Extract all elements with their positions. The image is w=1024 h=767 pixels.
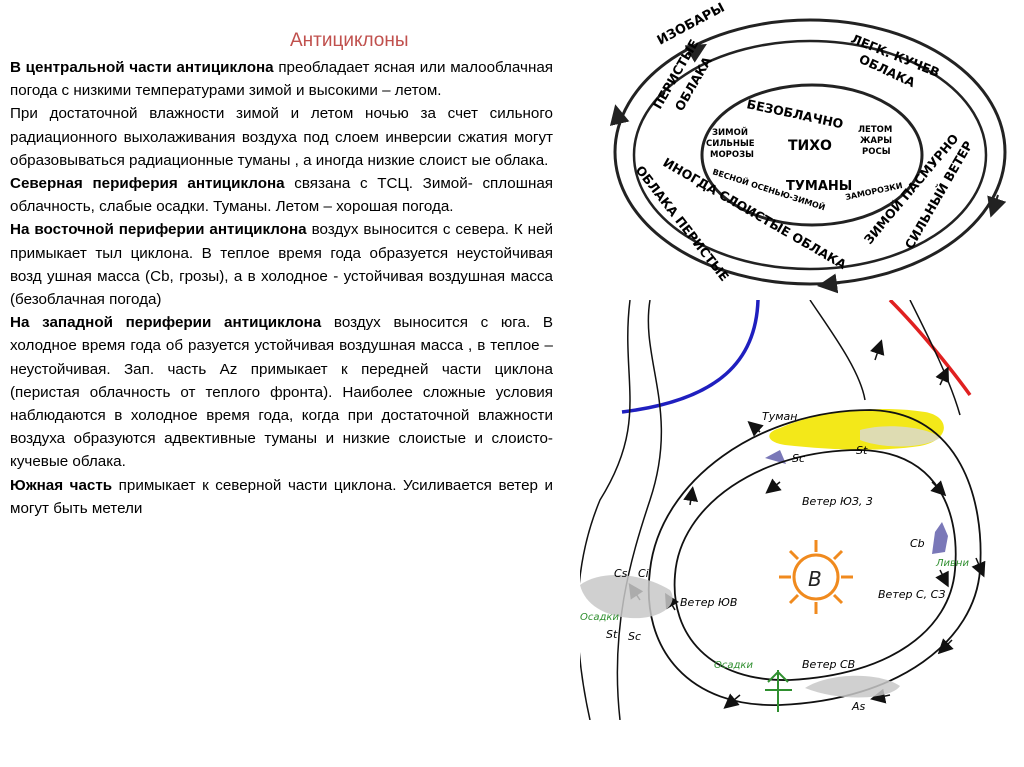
paragraph-south: Южная часть примыкает к северной части ц… <box>10 476 553 517</box>
label-cloudless: БЕЗОБЛАЧНО <box>745 96 844 131</box>
label-wind-sw: Ветер ЮЗ, 3 <box>802 495 873 508</box>
paragraph-fog: При достаточной влажности зимой и летом … <box>10 105 553 169</box>
label-precip-left: Осадки <box>580 612 619 623</box>
paragraph-east: На восточной периферии антициклона возду… <box>10 221 553 309</box>
paragraph-north: Северная периферия антициклона связана с… <box>10 175 553 216</box>
label-sc-left: Sc <box>628 630 641 643</box>
paragraph-center: В центральной части антициклона преоблад… <box>10 59 554 100</box>
warm-front <box>888 298 972 397</box>
label-st-left: St <box>606 628 618 641</box>
isobar-left-1 <box>576 299 631 721</box>
isobar-inner <box>673 449 957 681</box>
label-strong: СИЛЬНЫЕ <box>706 139 755 149</box>
label-showers: Ливни <box>935 558 969 569</box>
cloud-bottom <box>805 675 900 698</box>
cold-front <box>621 299 760 414</box>
label-fog: Туман <box>762 410 797 423</box>
label-heat: ЖАРЫ <box>860 136 892 146</box>
label-as: As <box>851 700 866 713</box>
label-winter: ЗИМОЙ <box>712 126 748 138</box>
sun-icon <box>779 540 853 614</box>
cb-cloud <box>932 522 948 554</box>
label-wind-n-nw: Ветер С, СЗ <box>878 588 945 601</box>
isobar-top <box>809 299 866 401</box>
label-frosts: МОРОЗЫ <box>710 150 754 160</box>
outer-isobar <box>613 18 1007 286</box>
isobar-top-2 <box>909 299 961 416</box>
label-precip-bottom: Осадки <box>714 660 753 671</box>
label-wind-ne: Ветер СВ <box>802 658 855 671</box>
label-fogs: ТУМАНЫ <box>786 179 852 194</box>
inner-isobar <box>700 83 924 227</box>
paragraph-west: На западной периферии антициклона воздух… <box>10 314 553 471</box>
cloud-left <box>580 574 673 619</box>
label-cb: Cb <box>910 537 925 550</box>
label-high-center: В <box>808 567 822 591</box>
precip-symbol <box>765 670 792 712</box>
middle-isobar <box>632 39 988 271</box>
label-cs: Cs <box>614 567 628 580</box>
label-summer: ЛЕТОМ <box>858 125 892 135</box>
anticyclone-isobar-diagram: ИЗОБАРЫ ПЕРИСТЫЕ ОБЛАКА ЛЕГК. КУЧЕВ ОБЛА… <box>600 0 1020 300</box>
anticyclone-map: Туман Sc St Ветер ЮЗ, 3 Cb Ливни В Cs Ci… <box>576 298 1020 721</box>
label-dew: РОСЫ <box>862 147 891 157</box>
slide-title: Антициклоны <box>290 30 409 51</box>
label-ci: Ci <box>638 567 649 580</box>
label-sc-top: Sc <box>792 452 805 465</box>
label-wind-se: Ветер ЮВ <box>680 596 737 609</box>
slide-body-text: В центральной части антициклона преоблад… <box>10 56 553 520</box>
isobar-left-2 <box>616 299 663 721</box>
label-calm: ТИХО <box>788 138 832 154</box>
label-st-top: St <box>856 444 868 457</box>
